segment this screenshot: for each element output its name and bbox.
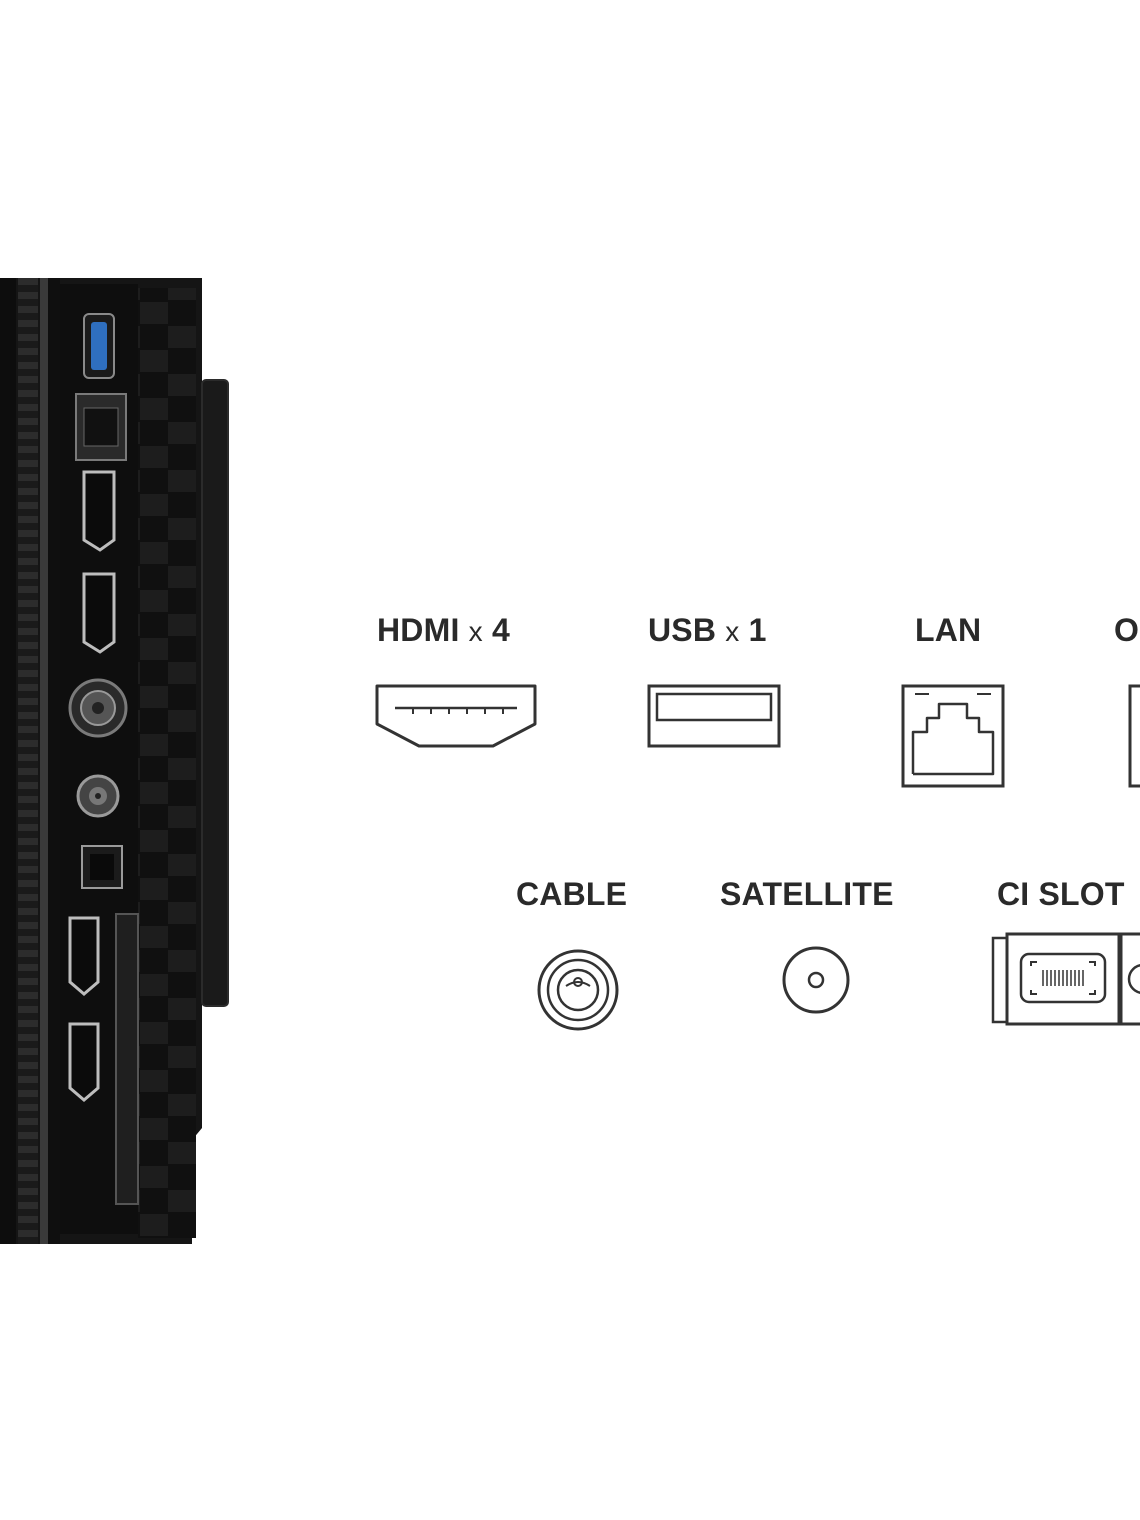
satellite-label: SATELLITE — [720, 876, 894, 912]
ci-slot-label: CI SLOT — [997, 876, 1125, 912]
satellite-port-icon — [780, 944, 852, 1016]
optical-port-icon — [1128, 684, 1140, 788]
usb-port-icon — [647, 684, 781, 748]
usb-label: USB x 1 — [648, 612, 767, 648]
hdmi-label: HDMI x 4 — [377, 612, 510, 648]
cable-label: CABLE — [516, 876, 628, 912]
ci-slot-icon — [991, 932, 1140, 1026]
lan-label: LAN — [915, 612, 982, 648]
lan-port-icon — [901, 684, 1005, 788]
tv-side-panel — [0, 278, 230, 1244]
optical-label: O — [1114, 612, 1140, 648]
hdmi-port-icon — [375, 684, 537, 750]
cable-port-icon — [536, 948, 620, 1032]
